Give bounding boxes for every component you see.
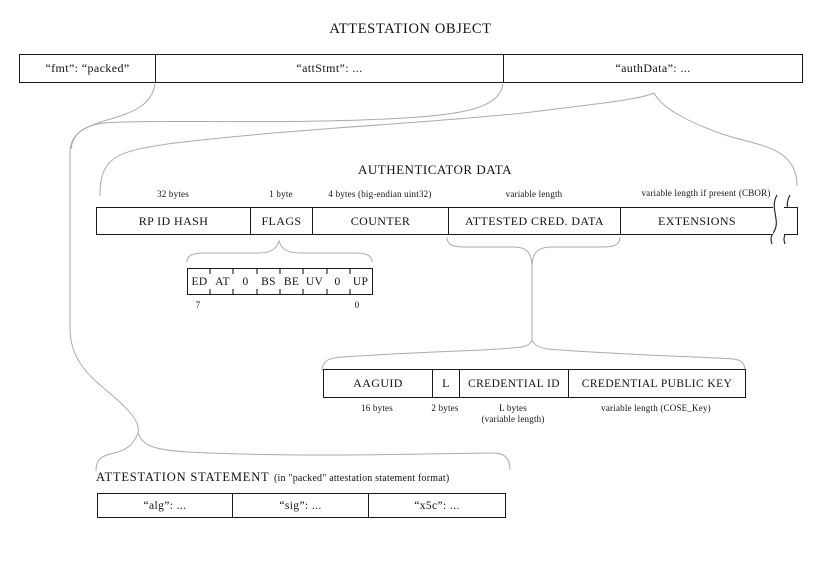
attestation-statement-brace — [95, 431, 511, 472]
attestation-statement-title: ATTESTATION STATEMENT — [96, 470, 270, 484]
extensions-box-continuation — [784, 207, 798, 235]
flag-bit-uv: UV — [305, 275, 324, 288]
attested-cred-data-size: variable length — [505, 189, 563, 199]
extensions-size: variable length if present (CBOR) — [641, 188, 771, 198]
credential-public-key-box: CREDENTIAL PUBLIC KEY — [568, 369, 746, 398]
page-title: ATTESTATION OBJECT — [329, 21, 492, 37]
aaguid-box: AAGUID — [323, 369, 433, 398]
aaguid-size: 16 bytes — [361, 403, 393, 413]
attstmt-pipe-inner — [70, 83, 504, 150]
flag-bit-up: UP — [352, 275, 369, 288]
flag-bit-rfu1: 0 — [242, 275, 249, 288]
authdata-field: “authData”: ... — [503, 54, 803, 83]
attested-cred-bottom-brace — [321, 338, 746, 373]
flags-bit-box: ED AT 0 BS BE UV 0 UP — [187, 268, 373, 295]
sig-field: “sig”: ... — [232, 493, 369, 518]
extensions-box: EXTENSIONS — [620, 207, 773, 235]
flag-bit-bs: BS — [261, 275, 276, 288]
extensions-break-mark-left — [770, 194, 778, 245]
x5c-field: “x5c”: ... — [368, 493, 506, 518]
fmt-field: “fmt”: “packed” — [19, 54, 156, 83]
credential-id-size-note: (variable length) — [481, 414, 545, 424]
counter-box: COUNTER — [312, 207, 449, 235]
rp-id-hash-box: RP ID HASH — [96, 207, 251, 235]
flags-low-bit-number: 0 — [354, 300, 360, 310]
alg-field: “alg”: ... — [97, 493, 233, 518]
attstmt-field: “attStmt”: ... — [155, 54, 504, 83]
flag-bit-ed: ED — [191, 275, 208, 288]
flag-bit-be: BE — [283, 275, 300, 288]
credential-id-box: CREDENTIAL ID — [459, 369, 569, 398]
flags-high-bit-number: 7 — [195, 300, 201, 310]
flag-bit-rfu2: 0 — [334, 275, 341, 288]
length-box: L — [432, 369, 460, 398]
authenticator-data-title: AUTHENTICATOR DATA — [358, 162, 512, 177]
length-size: 2 bytes — [431, 403, 459, 413]
authdata-brace-left-arm — [99, 92, 655, 197]
credential-id-size: L bytes — [499, 403, 527, 413]
flags-bit-ticks — [209, 268, 351, 295]
attested-cred-data-box: ATTESTED CRED. DATA — [448, 207, 621, 235]
rp-id-hash-size: 32 bytes — [157, 189, 189, 199]
counter-size: 4 bytes (big-endian uint32) — [328, 189, 432, 199]
authdata-brace-right-arm — [653, 92, 798, 187]
flags-size: 1 byte — [269, 189, 293, 199]
attstmt-pipe-outer — [69, 83, 156, 434]
attested-cred-top-brace — [446, 236, 621, 266]
flag-bit-at: AT — [215, 275, 230, 288]
flags-box: FLAGS — [250, 207, 313, 235]
flags-brace — [186, 239, 373, 263]
attestation-statement-subtitle: (in "packed" attestation statement forma… — [274, 473, 450, 484]
credential-public-key-size: variable length (COSE_Key) — [601, 403, 711, 413]
